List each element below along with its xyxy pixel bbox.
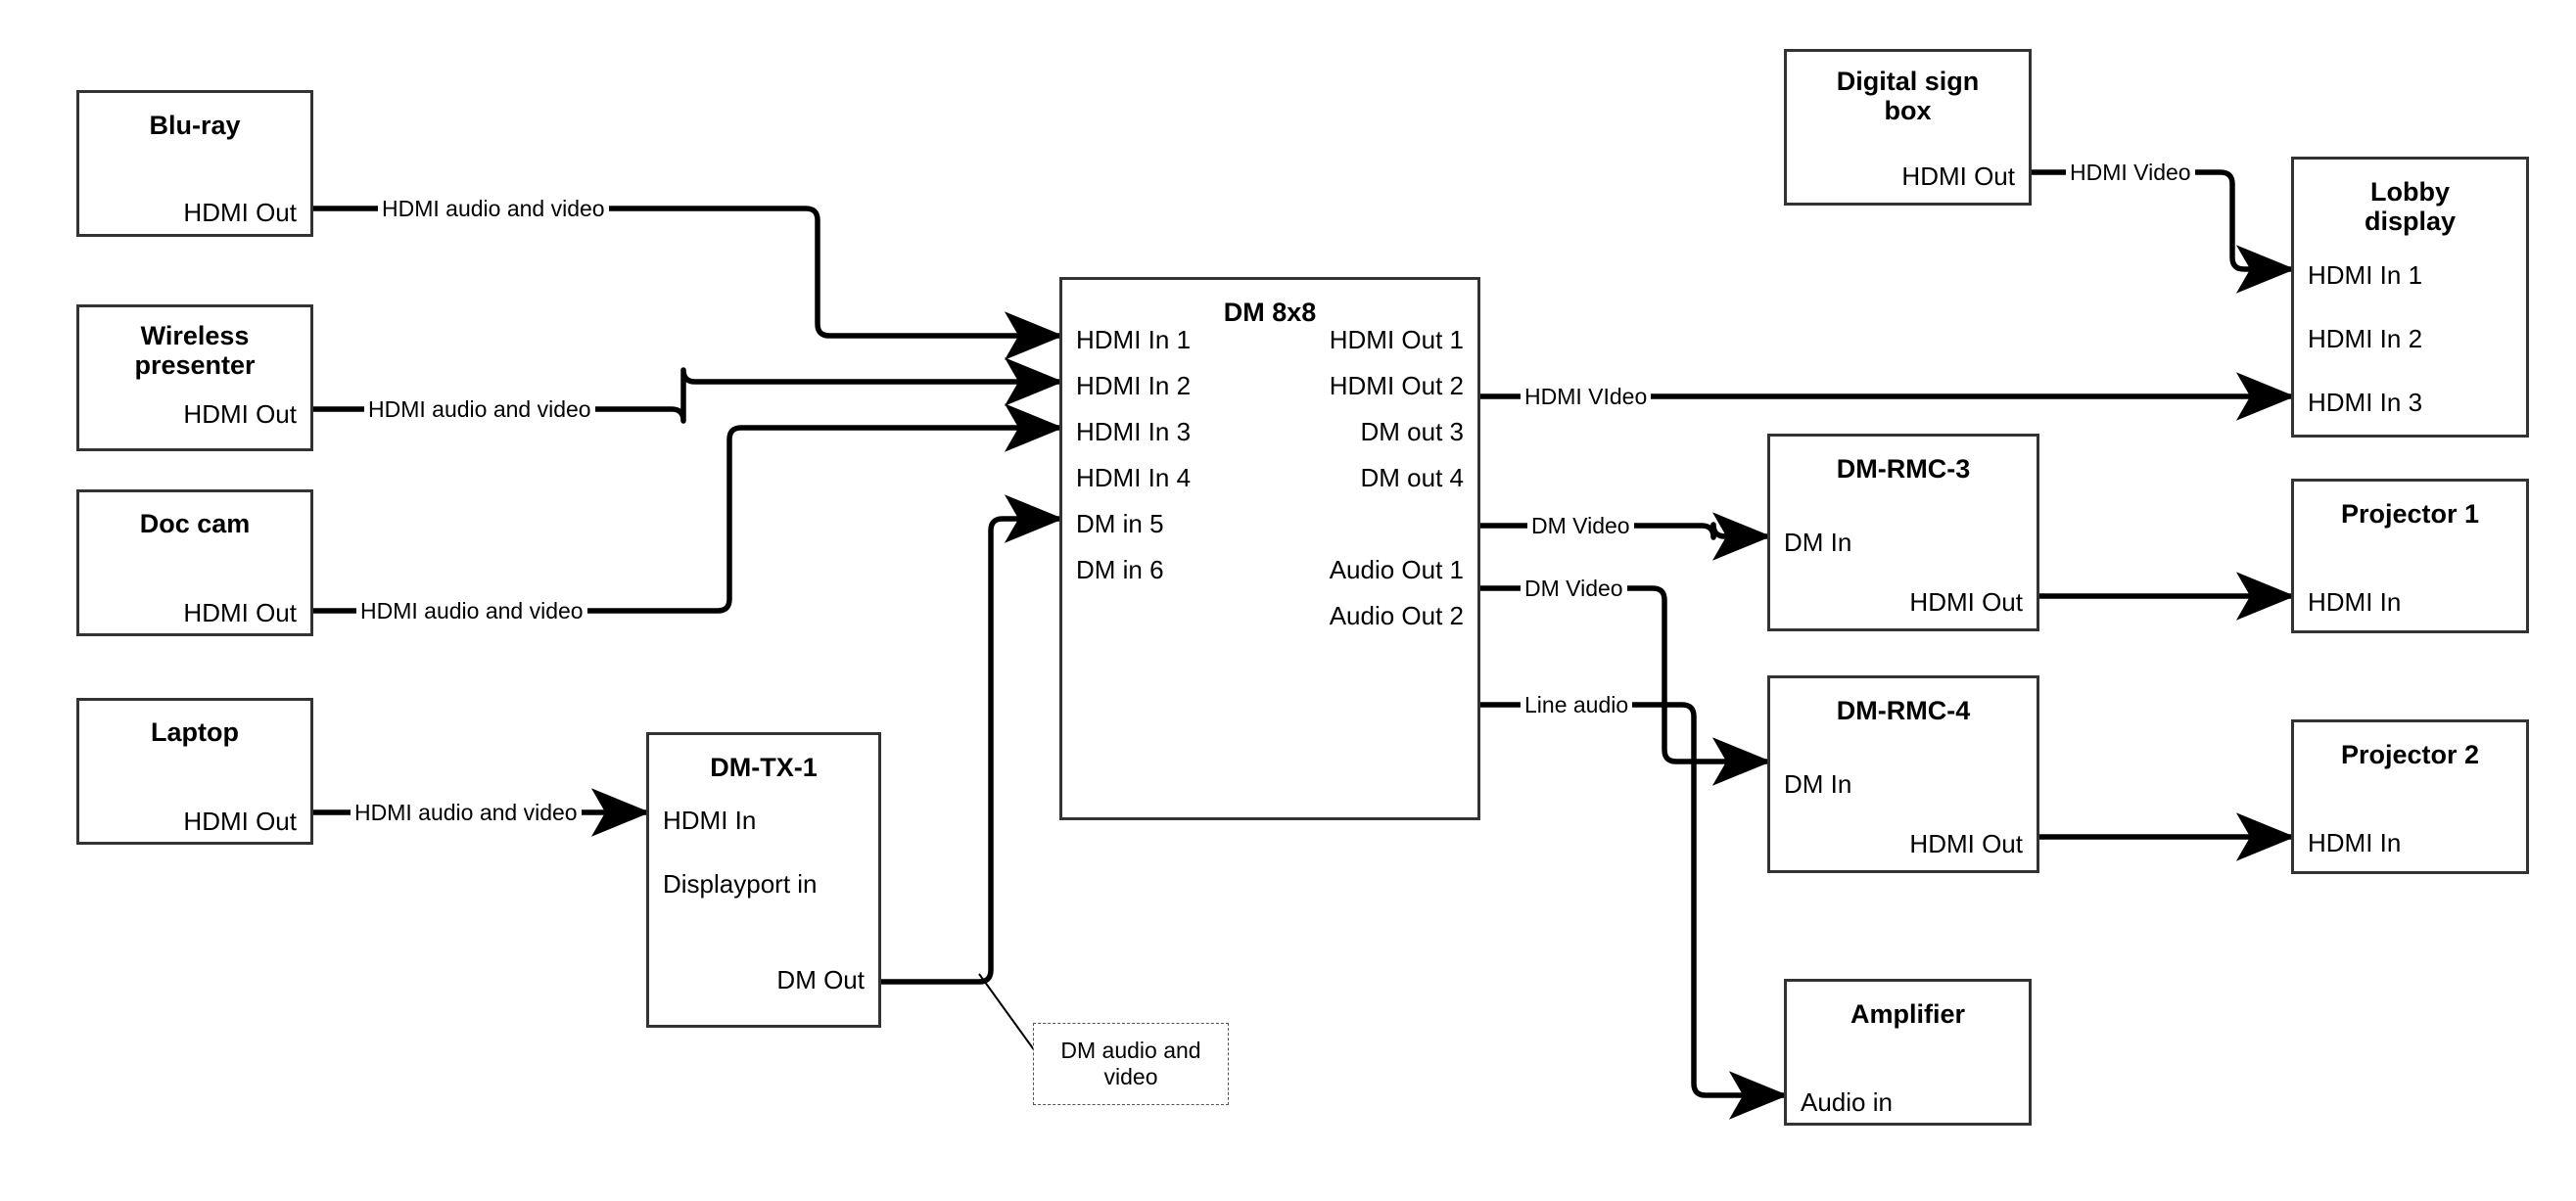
callout-dm-audio-and-video: DM audio and video — [1033, 1023, 1229, 1105]
wire-signbox-to-lobby — [2032, 169, 2296, 294]
node-dm-rmc-3-port-dm-in: DM In — [1784, 528, 1852, 557]
node-dm-8x8-input-hdmi-in-4: HDMI In 4 — [1076, 463, 1192, 492]
node-dm-rmc-3-port-hdmi-out: HDMI Out — [1909, 587, 2023, 617]
callout-leader-line — [978, 973, 1039, 1056]
node-dm-rmc-3[interactable]: DM-RMC-3 DM In HDMI Out — [1767, 434, 2039, 631]
node-dm-tx-1[interactable]: DM-TX-1 HDMI In Displayport in DM Out — [646, 732, 881, 1028]
node-bluray[interactable]: Blu-ray HDMI Out — [76, 90, 313, 237]
node-bluray-port-hdmi-out: HDMI Out — [183, 198, 297, 227]
node-dm-rmc-4-title: DM-RMC-4 — [1836, 696, 1971, 725]
node-projector-1-port-hdmi-in: HDMI In — [2308, 587, 2402, 617]
node-doc-cam-title: Doc cam — [139, 509, 251, 538]
node-lobby-display-title: Lobby display — [2364, 177, 2457, 237]
node-doc-cam-port-hdmi-out: HDMI Out — [183, 598, 297, 627]
wire-label-audioout1-to-amp: Line audio — [1521, 694, 1633, 716]
node-dm-8x8-output-audio-out-2: Audio Out 2 — [1329, 601, 1464, 630]
node-dm-rmc-4-port-hdmi-out: HDMI Out — [1909, 829, 2023, 858]
node-dm-tx-1-port-displayport-in: Displayport in — [663, 869, 818, 899]
node-dm-8x8-output-dm-out-4: DM out 4 — [1360, 463, 1465, 492]
node-digital-sign-box-port-hdmi-out: HDMI Out — [1901, 162, 2015, 191]
node-dm-rmc-4-port-dm-in: DM In — [1784, 769, 1852, 799]
node-laptop[interactable]: Laptop HDMI Out — [76, 698, 313, 845]
wire-doccam-to-dm8x8 — [313, 403, 1064, 614]
wire-dmtx1-to-dm8x8 — [881, 494, 1064, 985]
wire-label-wireless-to-dm8x8: HDMI audio and video — [364, 398, 595, 421]
node-digital-sign-box[interactable]: Digital sign box HDMI Out — [1784, 49, 2032, 206]
node-dm-8x8[interactable]: DM 8x8 HDMI In 1 HDMI In 2 HDMI In 3 HDM… — [1059, 277, 1480, 820]
wire-label-signbox-to-lobby: HDMI Video — [2066, 162, 2195, 184]
node-lobby-display-input-hdmi-in-3: HDMI In 3 — [2308, 388, 2423, 417]
node-projector-2-title: Projector 2 — [2340, 740, 2480, 769]
node-dm-8x8-input-hdmi-in-2: HDMI In 2 — [1076, 371, 1192, 400]
node-dm-8x8-output-hdmi-out-1: HDMI Out 1 — [1329, 325, 1464, 354]
node-doc-cam[interactable]: Doc cam HDMI Out — [76, 489, 313, 636]
node-bluray-title: Blu-ray — [149, 111, 241, 140]
node-amplifier[interactable]: Amplifier Audio in — [1784, 979, 2032, 1126]
wire-label-dmout4-to-rmc4: DM Video — [1521, 577, 1627, 600]
wire-bluray-to-dm8x8 — [313, 206, 1064, 360]
node-dm-8x8-input-dm-in-5: DM in 5 — [1076, 509, 1164, 538]
node-laptop-port-hdmi-out: HDMI Out — [183, 807, 297, 836]
node-dm-tx-1-port-dm-out: DM Out — [776, 965, 865, 994]
node-dm-rmc-4[interactable]: DM-RMC-4 DM In HDMI Out — [1767, 675, 2039, 873]
node-dm-8x8-output-audio-out-1: Audio Out 1 — [1329, 555, 1464, 584]
node-dm-8x8-input-hdmi-in-1: HDMI In 1 — [1076, 325, 1192, 354]
node-projector-1-title: Projector 1 — [2340, 499, 2480, 529]
wire-label-hdmiout1-to-lobby: HDMI VIdeo — [1521, 386, 1652, 408]
node-amplifier-port-audio-in: Audio in — [1801, 1087, 1893, 1117]
node-laptop-title: Laptop — [151, 717, 239, 747]
wire-label-dmout3-to-rmc3: DM Video — [1527, 515, 1634, 537]
wire-label-laptop-to-dmtx1: HDMI audio and video — [351, 802, 582, 824]
wire-label-doccam-to-dm8x8: HDMI audio and video — [356, 600, 587, 623]
node-dm-8x8-output-hdmi-out-2: HDMI Out 2 — [1329, 371, 1464, 400]
wire-dm8x8-dmout4-to-rmc4 — [1480, 585, 1772, 786]
node-dm-tx-1-port-hdmi-in: HDMI In — [663, 806, 757, 835]
node-lobby-display-input-hdmi-in-1: HDMI In 1 — [2308, 260, 2423, 290]
wire-dm8x8-audioout1-to-amp — [1480, 702, 1789, 1120]
node-projector-2[interactable]: Projector 2 HDMI In — [2291, 719, 2529, 874]
node-dm-tx-1-title: DM-TX-1 — [710, 753, 818, 782]
node-wireless-presenter[interactable]: Wireless presenter HDMI Out — [76, 304, 313, 451]
node-dm-8x8-title: DM 8x8 — [1223, 298, 1317, 327]
node-lobby-display[interactable]: Lobby display HDMI In 1 HDMI In 2 HDMI I… — [2291, 157, 2529, 438]
node-dm-8x8-output-dm-out-3: DM out 3 — [1360, 417, 1465, 446]
node-dm-8x8-input-dm-in-6: DM in 6 — [1076, 555, 1164, 584]
wire-label-bluray-to-dm8x8: HDMI audio and video — [378, 198, 609, 220]
node-projector-1[interactable]: Projector 1 HDMI In — [2291, 479, 2529, 633]
node-wireless-presenter-port-hdmi-out: HDMI Out — [183, 399, 297, 429]
node-amplifier-title: Amplifier — [1850, 999, 1966, 1029]
node-projector-2-port-hdmi-in: HDMI In — [2308, 828, 2402, 857]
node-lobby-display-input-hdmi-in-2: HDMI In 2 — [2308, 324, 2423, 353]
node-wireless-presenter-title: Wireless presenter — [134, 321, 256, 381]
node-dm-rmc-3-title: DM-RMC-3 — [1836, 454, 1971, 484]
node-digital-sign-box-title: Digital sign box — [1836, 67, 1980, 126]
node-dm-8x8-input-hdmi-in-3: HDMI In 3 — [1076, 417, 1192, 446]
